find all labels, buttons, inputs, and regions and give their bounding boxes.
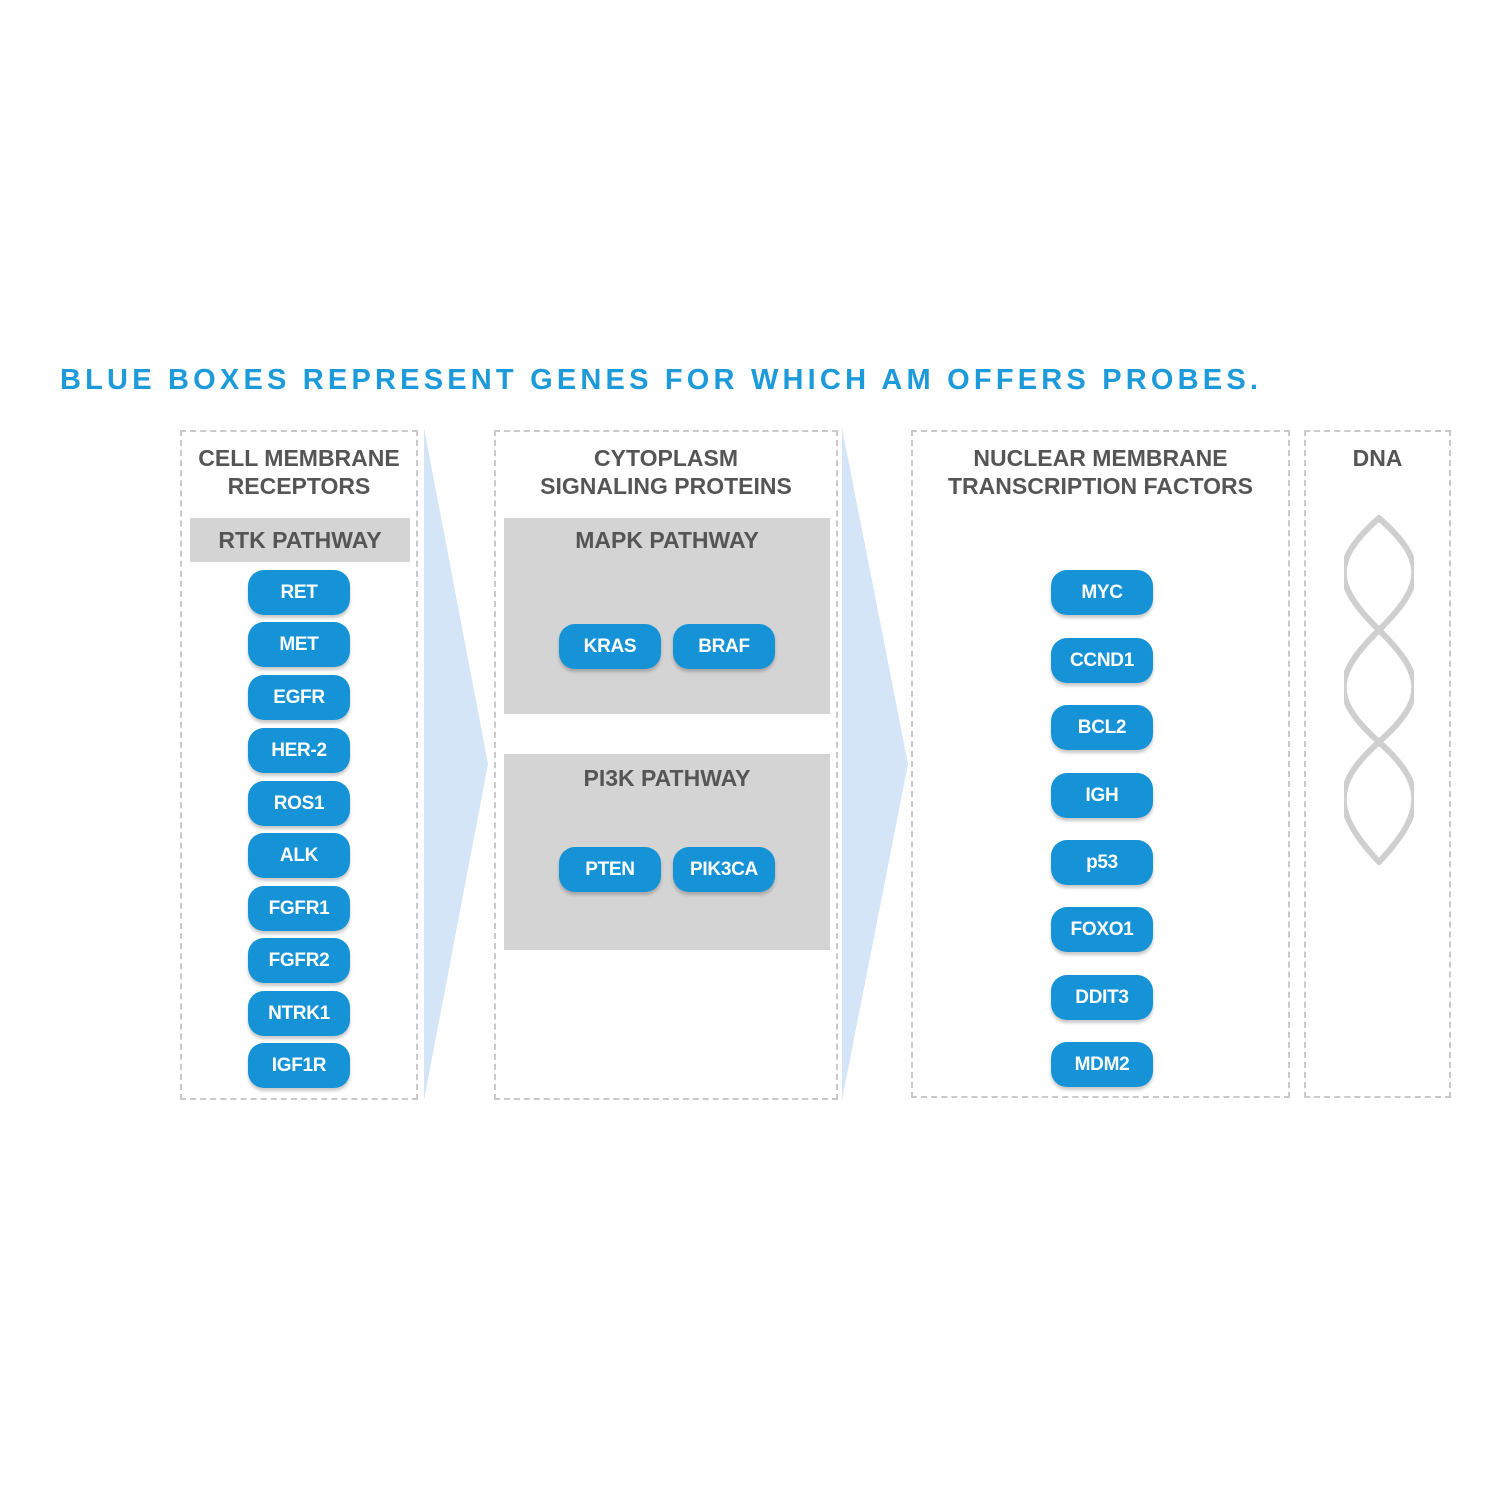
cell-membrane-title-line1: CELL MEMBRANE: [198, 445, 400, 471]
nuclear-membrane-title-line1: NUCLEAR MEMBRANE: [973, 445, 1228, 471]
gene-box-fgfr2: FGFR2: [248, 938, 350, 983]
gene-box-her-2: HER-2: [248, 728, 350, 773]
cytoplasm-title-line2: SIGNALING PROTEINS: [540, 473, 792, 499]
gene-box-ccnd1: CCND1: [1051, 638, 1153, 683]
gene-box-ros1: ROS1: [248, 781, 350, 826]
gene-box-met: MET: [248, 622, 350, 667]
rtk-pathway-title: RTK PATHWAY: [218, 527, 382, 553]
mapk-pathway-title: MAPK PATHWAY: [575, 527, 759, 553]
dna-panel: DNA: [1304, 430, 1451, 1098]
gene-box-ddit3: DDIT3: [1051, 975, 1153, 1020]
gene-box-foxo1: FOXO1: [1051, 907, 1153, 952]
gene-box-p53: p53: [1051, 840, 1153, 885]
pi3k-pathway-box: PI3K PATHWAY PTEN PIK3CA: [504, 754, 830, 950]
cell-membrane-title-line2: RECEPTORS: [227, 473, 371, 499]
gene-box-ret: RET: [248, 570, 350, 615]
gene-box-alk: ALK: [248, 833, 350, 878]
cytoplasm-title-line1: CYTOPLASM: [594, 445, 738, 471]
gene-box-ntrk1: NTRK1: [248, 991, 350, 1036]
flow-arrow-2: [842, 428, 908, 1100]
gene-box-igh: IGH: [1051, 773, 1153, 818]
dna-title: DNA: [1352, 445, 1403, 471]
gene-box-igf1r: IGF1R: [248, 1043, 350, 1088]
cytoplasm-panel: CYTOPLASM SIGNALING PROTEINS MAPK PATHWA…: [494, 430, 838, 1100]
rtk-pathway-box: RTK PATHWAY: [190, 518, 410, 562]
gene-box-pten: PTEN: [559, 847, 661, 892]
gene-box-egfr: EGFR: [248, 675, 350, 720]
gene-box-kras: KRAS: [559, 624, 661, 669]
cell-membrane-panel: CELL MEMBRANE RECEPTORS RTK PATHWAY RET …: [180, 430, 418, 1100]
gene-box-bcl2: BCL2: [1051, 705, 1153, 750]
gene-box-fgfr1: FGFR1: [248, 886, 350, 931]
gene-box-myc: MYC: [1051, 570, 1153, 615]
gene-box-pik3ca: PIK3CA: [673, 847, 775, 892]
nuclear-membrane-panel: NUCLEAR MEMBRANE TRANSCRIPTION FACTORS M…: [911, 430, 1290, 1098]
mapk-pathway-box: MAPK PATHWAY KRAS BRAF: [504, 518, 830, 714]
headline: BLUE BOXES REPRESENT GENES FOR WHICH AM …: [60, 364, 1263, 396]
pi3k-pathway-title: PI3K PATHWAY: [583, 765, 751, 791]
flow-arrow-1: [424, 428, 488, 1100]
gene-box-braf: BRAF: [673, 624, 775, 669]
nuclear-membrane-title-line2: TRANSCRIPTION FACTORS: [948, 473, 1253, 499]
dna-helix-icon: [1344, 515, 1414, 865]
gene-box-mdm2: MDM2: [1051, 1042, 1153, 1087]
